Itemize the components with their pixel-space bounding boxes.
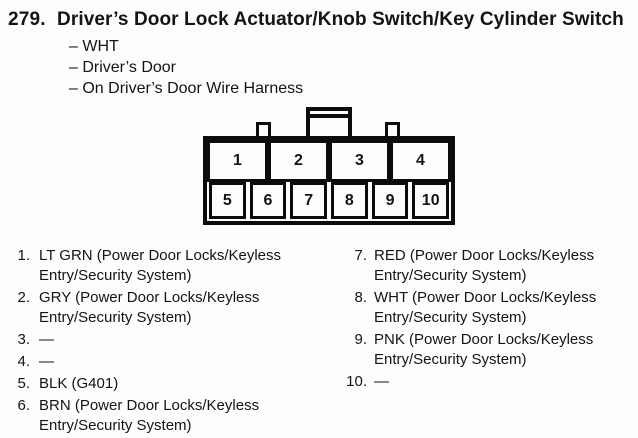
pin-entry-description: WHT (Power Door Locks/Keyless Entry/Secu… <box>374 289 597 326</box>
detail-item: – On Driver’s Door Wire Harness <box>69 80 304 97</box>
pin-cell: 10 <box>412 182 450 219</box>
pin-entry-description: PNK (Power Door Locks/Keyless Entry/Secu… <box>374 331 594 368</box>
pin-entry-description: — <box>374 373 389 390</box>
pin-entry: 9. PNK (Power Door Locks/Keyless Entry/S… <box>330 330 638 370</box>
connector-bump-right <box>385 122 400 136</box>
pin-entry: 5. BLK (G401) <box>10 374 330 394</box>
pin-entry-number: 2. <box>17 289 30 306</box>
header: 279. Driver’s Door Lock Actuator/Knob Sw… <box>0 0 638 99</box>
connector-top-features <box>203 107 455 136</box>
pin-entry-number: 4. <box>17 353 30 370</box>
pin-cell: 7 <box>290 182 328 219</box>
pin-cell: 2 <box>268 140 329 182</box>
pin-cell-number: 3 <box>355 152 364 169</box>
pin-list-left-column: 1. LT GRN (Power Door Locks/Keyless Entr… <box>10 246 330 438</box>
pin-entry: 3. — <box>10 330 330 350</box>
pin-entry: 8. WHT (Power Door Locks/Keyless Entry/S… <box>330 288 638 328</box>
latch-band <box>310 114 348 118</box>
detail-list: – WHT – Driver’s Door – On Driver’s Door… <box>69 36 638 99</box>
pin-cell: 1 <box>207 140 268 182</box>
pin-entry-description: RED (Power Door Locks/Keyless Entry/Secu… <box>374 247 595 284</box>
pin-cell: 6 <box>249 182 287 219</box>
pin-cell-number: 9 <box>385 191 395 209</box>
pin-cell-number: 4 <box>416 152 425 169</box>
item-number: 279. <box>8 9 46 30</box>
pin-entry-number: 9. <box>354 331 367 348</box>
pin-entry-description: BLK (G401) <box>39 375 119 392</box>
pin-cell-number: 7 <box>304 191 314 209</box>
pin-row-bottom: 5 6 7 8 9 10 <box>207 182 451 221</box>
pin-cell: 3 <box>329 140 390 182</box>
pin-entry-number: 10. <box>346 373 367 390</box>
pin-entry: 1. LT GRN (Power Door Locks/Keyless Entr… <box>10 246 330 286</box>
pin-list: 1. LT GRN (Power Door Locks/Keyless Entr… <box>0 246 638 438</box>
connector-latch <box>306 107 352 136</box>
pin-entry-number: 5. <box>17 375 30 392</box>
connector-diagram: 1 2 3 4 5 <box>203 107 455 225</box>
pin-list-right-column: 7. RED (Power Door Locks/Keyless Entry/S… <box>330 246 638 438</box>
pin-entry-number: 1. <box>17 247 30 264</box>
header-line: 279. Driver’s Door Lock Actuator/Knob Sw… <box>8 9 638 31</box>
pin-entry-number: 8. <box>354 289 367 306</box>
connector-shell: 1 2 3 4 5 <box>203 136 455 225</box>
connector-bump-left <box>256 122 271 136</box>
pin-cell-number: 2 <box>294 152 303 169</box>
pin-entry-number: 3. <box>17 331 30 348</box>
pin-cell-number: 8 <box>344 191 354 209</box>
pin-cell: 9 <box>371 182 409 219</box>
pin-row-top: 1 2 3 4 <box>207 140 451 182</box>
pin-entry: 6. BRN (Power Door Locks/Keyless Entry/S… <box>10 396 330 436</box>
pin-entry: 7. RED (Power Door Locks/Keyless Entry/S… <box>330 246 638 286</box>
pin-cell-number: 10 <box>421 191 440 209</box>
detail-item: – Driver’s Door <box>69 59 176 76</box>
pin-entry-description: — <box>39 331 54 348</box>
pin-entry-number: 7. <box>354 247 367 264</box>
pin-cell-number: 6 <box>263 191 273 209</box>
pin-entry-description: — <box>39 353 54 370</box>
detail-item: – WHT <box>69 38 119 55</box>
pin-entry: 4. — <box>10 352 330 372</box>
pin-entry: 10. — <box>330 372 638 392</box>
pin-cell: 8 <box>331 182 368 219</box>
pin-entry-number: 6. <box>17 397 30 414</box>
pin-cell-number: 1 <box>233 152 242 169</box>
pin-cell-number: 5 <box>222 191 232 209</box>
page-title: Driver’s Door Lock Actuator/Knob Switch/… <box>57 9 624 30</box>
pin-cell: 4 <box>390 140 451 182</box>
pin-entry: 2. GRY (Power Door Locks/Keyless Entry/S… <box>10 288 330 328</box>
pin-entry-description: BRN (Power Door Locks/Keyless Entry/Secu… <box>39 397 260 434</box>
pin-entry-description: LT GRN (Power Door Locks/Keyless Entry/S… <box>39 247 282 284</box>
pin-entry-description: GRY (Power Door Locks/Keyless Entry/Secu… <box>39 289 260 326</box>
pin-cell: 5 <box>209 182 246 219</box>
